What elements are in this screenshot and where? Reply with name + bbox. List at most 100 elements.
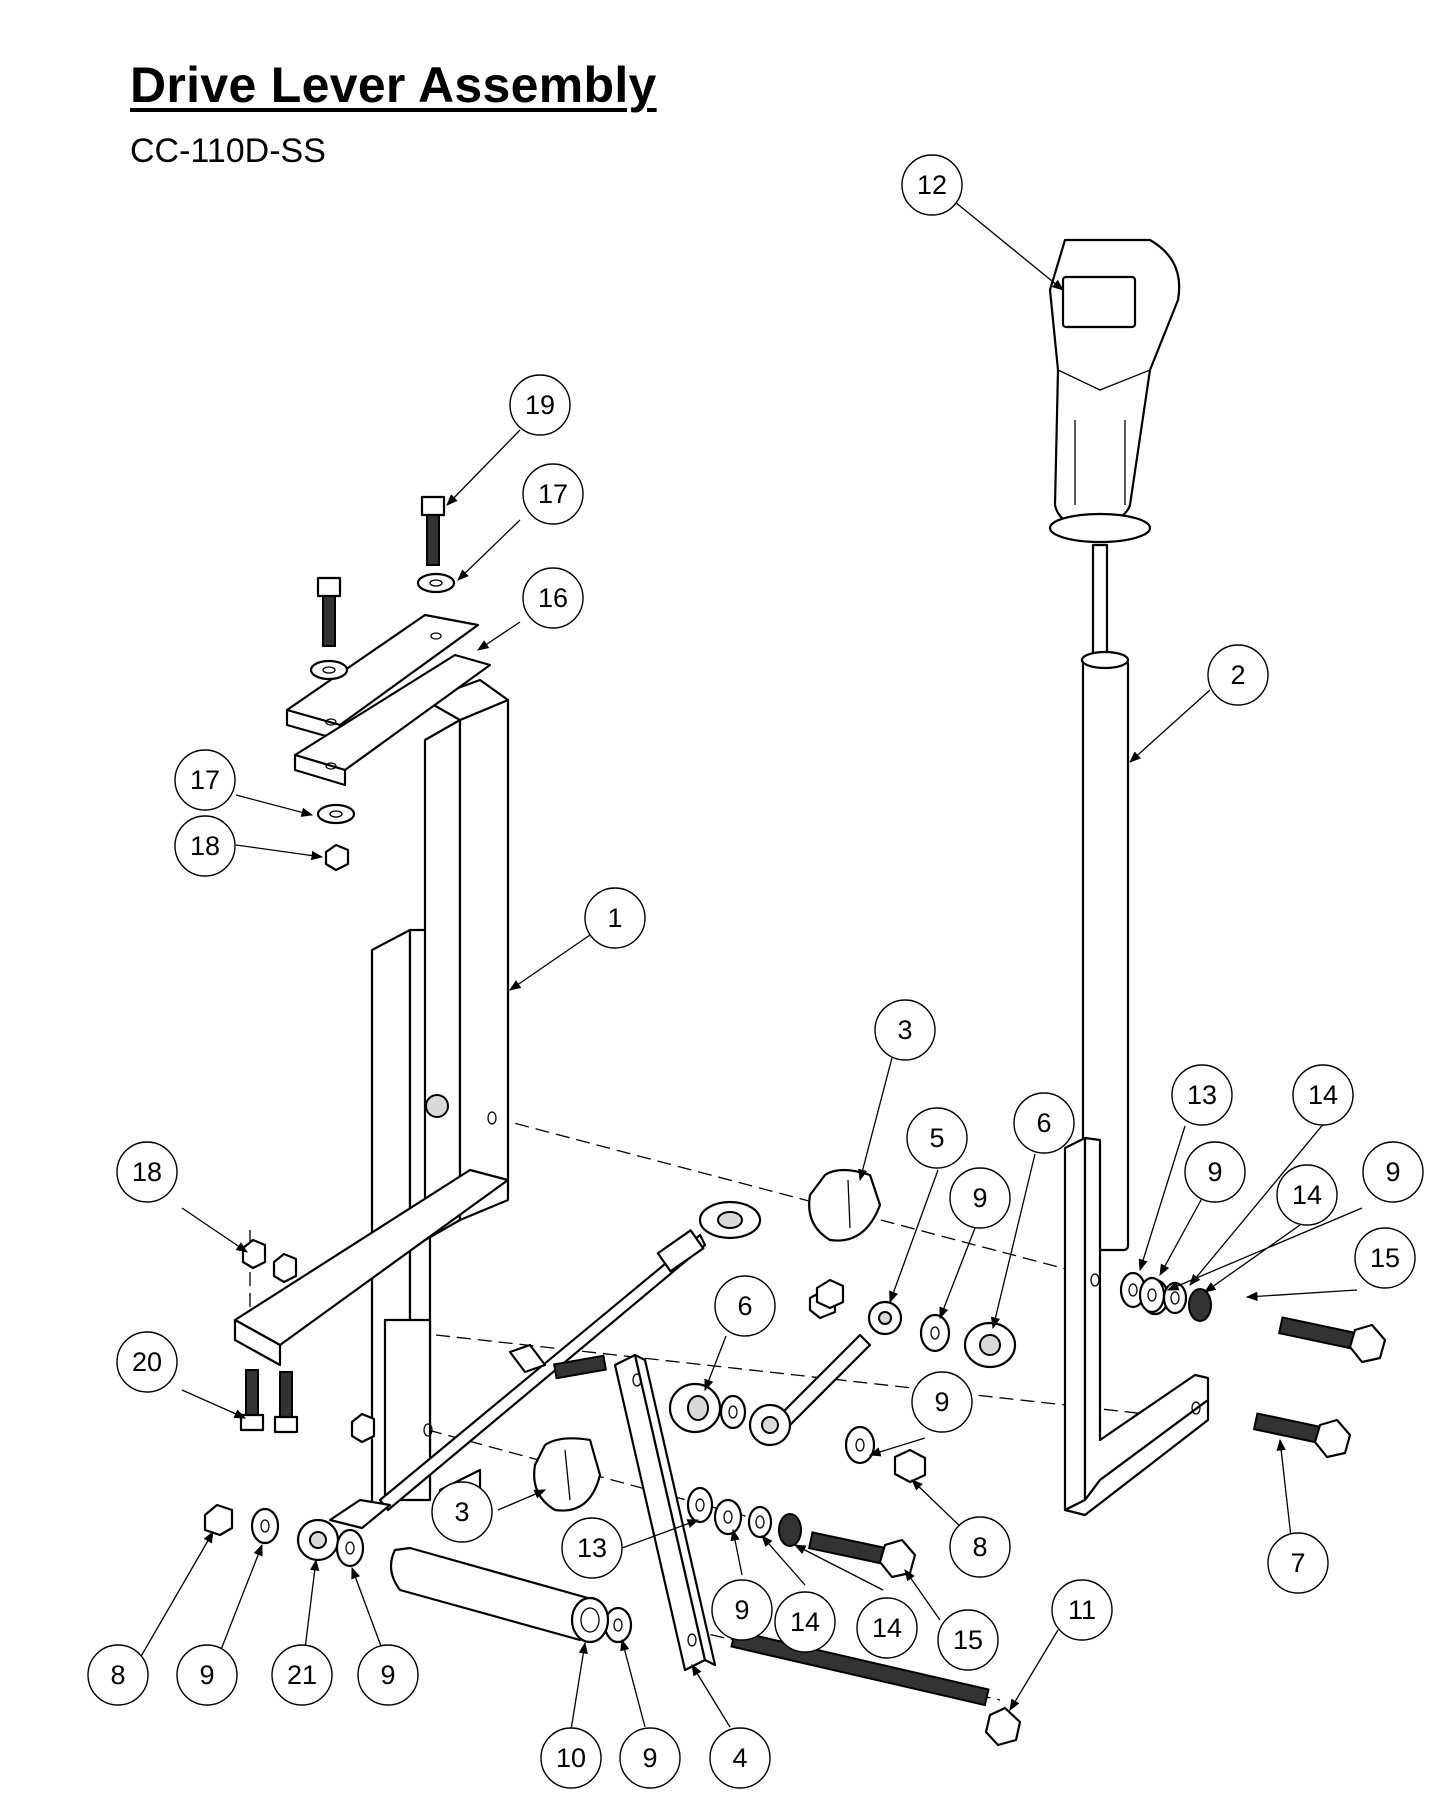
svg-text:13: 13	[577, 1533, 607, 1563]
callout-14: 14	[1292, 1064, 1354, 1126]
svg-text:9: 9	[1207, 1157, 1222, 1187]
link-arm-part-4	[613, 1353, 717, 1672]
callout-12: 12	[901, 154, 963, 216]
callout-15b: 15	[937, 1609, 999, 1671]
svg-text:1: 1	[607, 903, 622, 933]
svg-text:17: 17	[190, 765, 220, 795]
callout-13: 13	[1171, 1064, 1233, 1126]
svg-text:3: 3	[454, 1497, 469, 1527]
callout-17: 17	[522, 463, 584, 525]
callout-17b: 17	[174, 749, 236, 811]
callout-2: 2	[1207, 644, 1269, 706]
svg-text:9: 9	[734, 1595, 749, 1625]
leader-lines	[135, 201, 1363, 1731]
svg-text:8: 8	[972, 1532, 987, 1562]
callout-9: 9	[949, 1167, 1011, 1229]
collar-part-6-upper	[963, 1321, 1017, 1369]
callout-4: 4	[709, 1727, 771, 1789]
callout-13b: 13	[561, 1517, 623, 1579]
callout-1: 1	[584, 887, 646, 949]
callout-14c: 14	[774, 1591, 836, 1653]
svg-text:9: 9	[199, 1660, 214, 1690]
svg-text:11: 11	[1068, 1595, 1096, 1625]
svg-text:2: 2	[1230, 660, 1245, 690]
callout-9c: 9	[1362, 1141, 1424, 1203]
callout-16: 16	[522, 567, 584, 629]
bolts-part-19	[316, 495, 446, 647]
callout-9f: 9	[357, 1644, 419, 1706]
callout-21: 21	[271, 1644, 333, 1706]
svg-text:5: 5	[929, 1123, 944, 1153]
callout-20: 20	[116, 1331, 178, 1393]
bolts-part-20	[239, 1369, 299, 1434]
callout-18b: 18	[116, 1141, 178, 1203]
svg-text:4: 4	[732, 1743, 747, 1773]
svg-text:14: 14	[1308, 1080, 1338, 1110]
svg-text:16: 16	[538, 583, 568, 613]
rod-end-part-5	[748, 1288, 903, 1447]
svg-text:17: 17	[538, 479, 568, 509]
part-number: CC-110D-SS	[130, 132, 326, 170]
lever-bracket-right	[1063, 1136, 1210, 1517]
handle-part-12	[1048, 238, 1181, 544]
callout-6b: 6	[714, 1275, 776, 1337]
svg-text:9: 9	[1385, 1157, 1400, 1187]
svg-text:9: 9	[934, 1387, 949, 1417]
callout-7: 7	[1267, 1532, 1329, 1594]
svg-text:6: 6	[1036, 1108, 1051, 1138]
callout-14d: 14	[856, 1597, 918, 1659]
svg-text:14: 14	[790, 1607, 820, 1637]
nuts-part-18	[241, 843, 376, 1444]
callouts: 12 19 17 16 2 17 18 1 3 13 14 6 5 9 9 14…	[87, 154, 1424, 1789]
svg-text:13: 13	[1187, 1080, 1217, 1110]
svg-text:9: 9	[642, 1743, 657, 1773]
svg-text:19: 19	[525, 390, 555, 420]
collar-part-6-lower	[668, 1382, 722, 1434]
svg-text:9: 9	[380, 1660, 395, 1690]
callout-9g: 9	[711, 1579, 773, 1641]
svg-text:9: 9	[972, 1183, 987, 1213]
callout-9b: 9	[1184, 1141, 1246, 1203]
callout-11: 11	[1051, 1579, 1113, 1641]
svg-text:15: 15	[953, 1625, 983, 1655]
svg-text:21: 21	[287, 1660, 317, 1690]
top-plates-part-16	[285, 613, 492, 787]
svg-text:18: 18	[190, 831, 220, 861]
svg-text:10: 10	[556, 1743, 586, 1773]
washers-part-13-14	[686, 1271, 1212, 1547]
callout-3: 3	[874, 999, 936, 1061]
nuts-part-8	[203, 1278, 927, 1537]
svg-text:6: 6	[737, 1291, 752, 1321]
callout-14b: 14	[1276, 1164, 1338, 1226]
callout-18: 18	[174, 815, 236, 877]
callout-9e: 9	[176, 1644, 238, 1706]
svg-text:7: 7	[1290, 1548, 1305, 1578]
spacer-tube-part-10	[389, 1546, 610, 1644]
svg-text:18: 18	[132, 1157, 162, 1187]
callout-8b: 8	[87, 1644, 149, 1706]
washers-part-17	[309, 572, 456, 825]
callout-15: 15	[1354, 1227, 1416, 1289]
callout-6: 6	[1013, 1092, 1075, 1154]
callout-8: 8	[949, 1516, 1011, 1578]
svg-text:20: 20	[132, 1347, 162, 1377]
svg-text:14: 14	[872, 1613, 902, 1643]
callout-5: 5	[906, 1107, 968, 1169]
callout-9d: 9	[911, 1371, 973, 1433]
callout-3b: 3	[431, 1481, 493, 1543]
bolts-part-15	[807, 1316, 1387, 1579]
callout-9h: 9	[619, 1727, 681, 1789]
main-bracket-part-1	[233, 678, 510, 1532]
diagram-title: Drive Lever Assembly	[130, 57, 657, 113]
cam-spacer-part-3-upper	[808, 1168, 882, 1242]
svg-text:3: 3	[897, 1015, 912, 1045]
svg-text:12: 12	[917, 170, 947, 200]
lever-tube-part-2	[1080, 543, 1130, 1252]
callout-10: 10	[540, 1727, 602, 1789]
bolt-part-7	[1252, 1412, 1352, 1459]
svg-text:15: 15	[1370, 1243, 1400, 1273]
svg-text:8: 8	[110, 1660, 125, 1690]
cam-spacer-part-3-lower	[533, 1437, 602, 1512]
callout-19: 19	[509, 374, 571, 436]
